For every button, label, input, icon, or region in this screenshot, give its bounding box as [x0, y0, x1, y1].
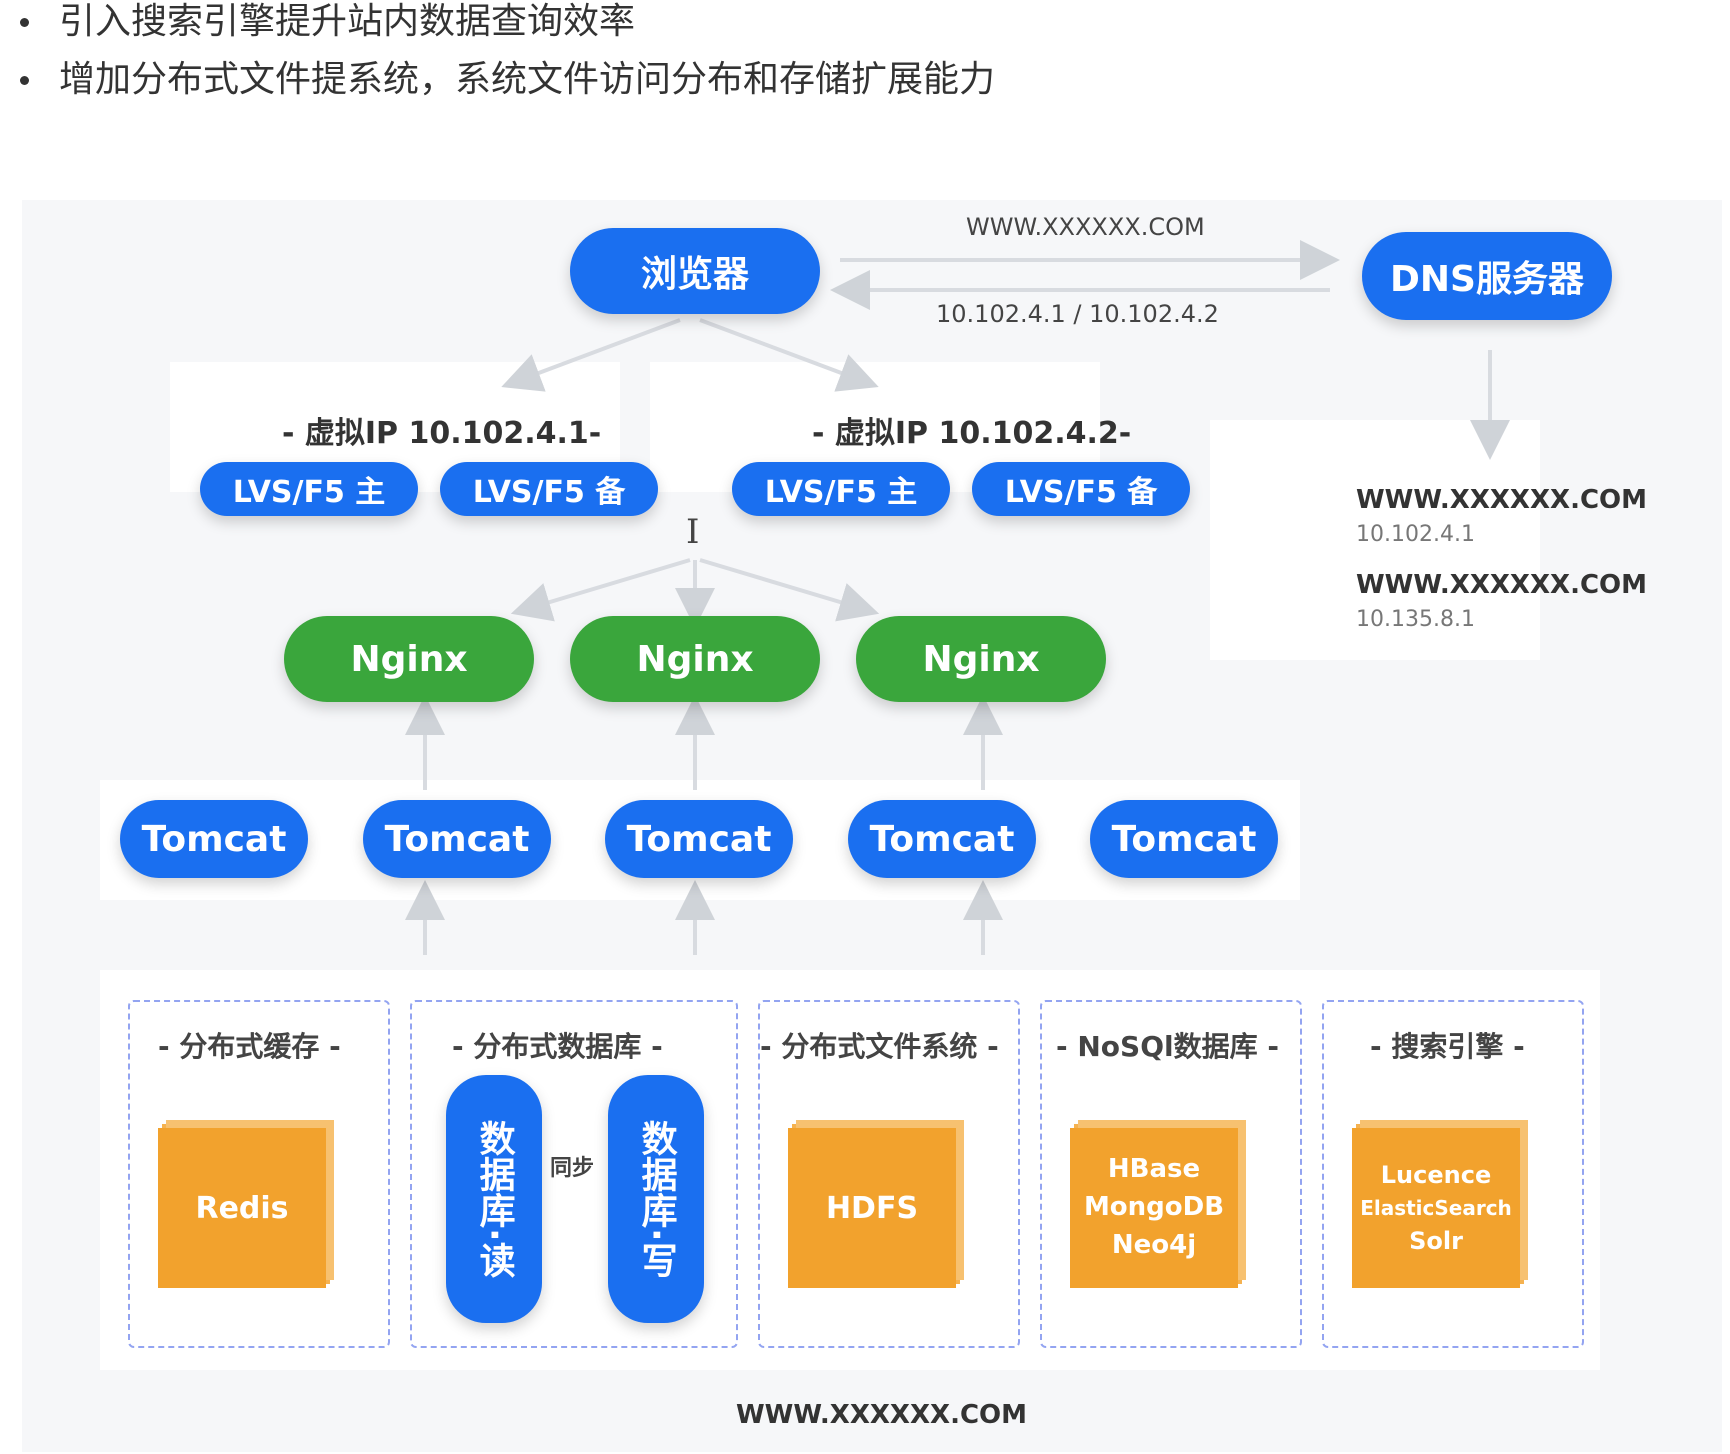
tomcat-node-3: Tomcat: [605, 800, 793, 878]
tomcat-node-1: Tomcat: [120, 800, 308, 878]
bullet-distributed-fs: 增加分布式文件提系统，系统文件访问分布和存储扩展能力: [20, 62, 995, 98]
nginx-node-3: Nginx: [856, 616, 1106, 702]
dns-record-table: [1210, 420, 1540, 660]
dns-record-ip-2: 10.135.8.1: [1356, 607, 1475, 632]
dns-server-node: DNS服务器: [1362, 232, 1612, 320]
distributed-database-label: - 分布式数据库 -: [452, 1030, 663, 1063]
dns-request-label: WWW.XXXXXX.COM: [966, 213, 1205, 241]
lvs-master-2-label: LVS/F5 主: [764, 475, 918, 510]
vip-group-2-label: - 虚拟IP 10.102.4.2-: [812, 416, 1132, 451]
distributed-fs-label: - 分布式文件系统 -: [760, 1030, 999, 1063]
bullet-text: 增加分布式文件提系统，系统文件访问分布和存储扩展能力: [59, 59, 996, 100]
nginx-label: Nginx: [636, 638, 754, 680]
database-write-node: 数据库·写: [608, 1075, 704, 1323]
hdfs-label: HDFS: [825, 1190, 919, 1226]
lvs-master-1: LVS/F5 主: [200, 462, 418, 516]
bullet-dot-icon: [20, 17, 29, 27]
tomcat-node-2: Tomcat: [363, 800, 551, 878]
dns-record-ip-1: 10.102.4.1: [1356, 522, 1475, 547]
bullet-dot-icon: [20, 75, 29, 85]
lvs-master-2: LVS/F5 主: [732, 462, 950, 516]
browser-label: 浏览器: [640, 254, 749, 295]
nginx-node-1: Nginx: [284, 616, 534, 702]
tomcat-node-5: Tomcat: [1090, 800, 1278, 878]
tomcat-node-4: Tomcat: [848, 800, 1036, 878]
dns-server-label: DNS服务器: [1390, 259, 1584, 300]
search-item-solr: Solr: [1409, 1227, 1463, 1255]
database-write-label: 数据库·写: [635, 1120, 677, 1278]
nosql-item-neo4j: Neo4j: [1111, 1229, 1197, 1260]
sync-label: 同步: [550, 1156, 595, 1181]
distributed-cache-label: - 分布式缓存 -: [158, 1030, 341, 1063]
footer-domain: WWW.XXXXXX.COM: [736, 1400, 1028, 1430]
tomcat-label: Tomcat: [141, 818, 287, 860]
bullet-search-engine: 引入搜索引擎提升站内数据查询效率: [20, 4, 635, 40]
redis-label: Redis: [195, 1190, 289, 1226]
vip-group-1-label: - 虚拟IP 10.102.4.1-: [282, 416, 602, 451]
search-engine-block: Lucence ElasticSearch Solr: [1352, 1128, 1520, 1288]
redis-block: Redis: [158, 1128, 326, 1288]
nginx-node-2: Nginx: [570, 616, 820, 702]
lvs-backup-2-label: LVS/F5 备: [1004, 475, 1158, 510]
lvs-backup-2: LVS/F5 备: [972, 462, 1190, 516]
text-cursor-icon: I: [686, 512, 700, 552]
nginx-label: Nginx: [350, 638, 468, 680]
nginx-label: Nginx: [922, 638, 1040, 680]
dns-response-label: 10.102.4.1 / 10.102.4.2: [936, 300, 1219, 328]
tomcat-label: Tomcat: [626, 818, 772, 860]
tomcat-label: Tomcat: [384, 818, 530, 860]
nosql-item-hbase: HBase: [1107, 1154, 1201, 1185]
tomcat-label: Tomcat: [1111, 818, 1257, 860]
dns-record-domain-1: WWW.XXXXXX.COM: [1356, 485, 1648, 515]
search-engine-label: - 搜索引擎 -: [1370, 1030, 1525, 1063]
search-item-elasticsearch: ElasticSearch: [1360, 1196, 1512, 1220]
lvs-master-1-label: LVS/F5 主: [232, 475, 386, 510]
tomcat-label: Tomcat: [869, 818, 1015, 860]
hdfs-block: HDFS: [788, 1128, 956, 1288]
bullet-text: 引入搜索引擎提升站内数据查询效率: [59, 1, 636, 42]
dns-record-domain-2: WWW.XXXXXX.COM: [1356, 570, 1648, 600]
lvs-backup-1-label: LVS/F5 备: [472, 475, 626, 510]
lvs-backup-1: LVS/F5 备: [440, 462, 658, 516]
search-item-lucence: Lucence: [1380, 1161, 1492, 1189]
nosql-block: HBase MongoDB Neo4j: [1070, 1128, 1238, 1288]
nosql-item-mongodb: MongoDB: [1083, 1192, 1225, 1223]
database-read-label: 数据库·读: [473, 1120, 515, 1278]
browser-node: 浏览器: [570, 228, 820, 314]
database-read-node: 数据库·读: [446, 1075, 542, 1323]
nosql-label: - NoSQl数据库 -: [1056, 1030, 1279, 1063]
